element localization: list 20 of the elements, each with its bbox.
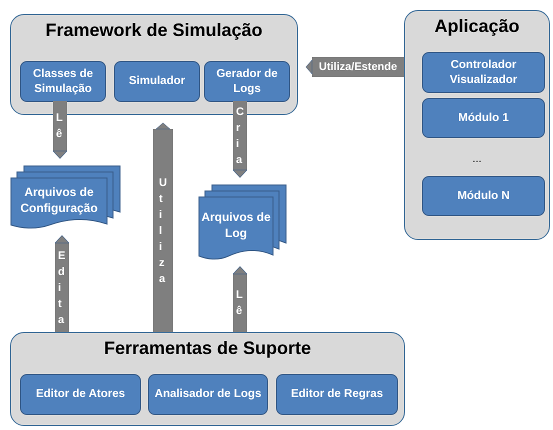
document-label: Arquivos de Configuração [19,184,99,216]
component-box: Editor de Atores [20,374,141,415]
group-panel [404,10,550,240]
component-box: Analisador de Logs [148,374,268,415]
group-panel [10,332,405,426]
block-arrow [153,122,173,332]
component-box: Editor de Regras [276,374,398,415]
panel-title: Ferramentas de Suporte [102,337,312,360]
block-arrow [306,57,404,77]
ellipsis-text: ... [471,152,483,167]
component-box: Controlador Visualizador [422,52,545,93]
panel-title: Aplicação [433,15,521,38]
component-box: Classes de Simulação [20,61,106,102]
component-box: Gerador de Logs [204,61,290,102]
component-box: Simulador [114,61,200,102]
group-panel [10,14,298,115]
document-label: Arquivos de Log [200,209,272,241]
component-box: Módulo 1 [422,98,545,138]
component-box: Módulo N [422,176,545,216]
panel-title: Framework de Simulação [44,19,264,42]
